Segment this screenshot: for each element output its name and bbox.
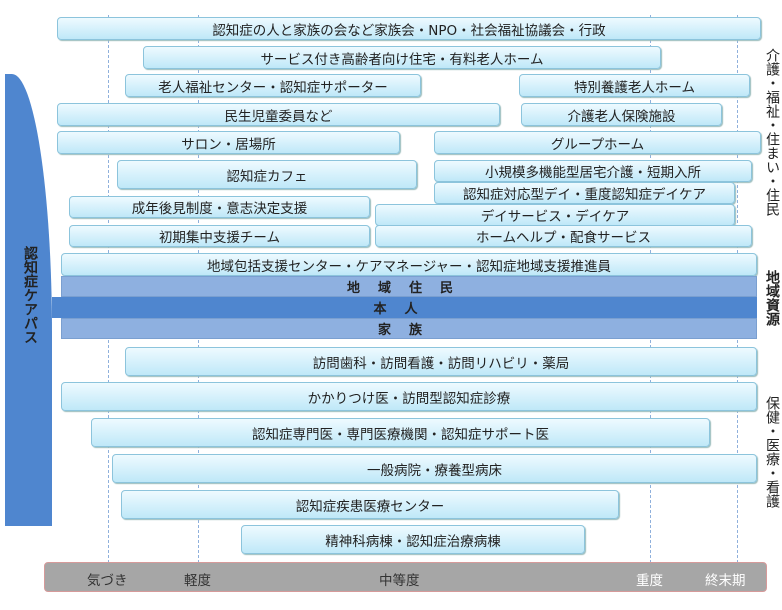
resource-box: 認知症カフェ (117, 160, 417, 189)
resource-box: 一般病院・療養型病床 (112, 454, 757, 483)
resource-box: 認知症専門医・専門医療機関・認知症サポート医 (91, 418, 710, 447)
stage-axis: 気づき 軽度 中等度 重度 終末期 (44, 562, 767, 592)
resource-box: サロン・居場所 (57, 131, 400, 154)
label-medical: 保健・医療・看護 (764, 396, 780, 508)
label-care-welfare: 介護・福祉・住まい・住民 (764, 48, 780, 216)
band-residents: 地域住民 (61, 276, 757, 297)
stage-label: 終末期 (705, 573, 746, 589)
resource-box: 認知症疾患医療センター (121, 490, 619, 519)
resource-box: 認知症対応型デイ・重度認知症デイケア (434, 182, 735, 204)
resource-box: グループホーム (434, 131, 761, 154)
resource-box: 介護老人保険施設 (521, 103, 722, 126)
resource-box: デイサービス・デイケア (375, 204, 735, 226)
resource-box: ホームヘルプ・配食サービス (375, 225, 752, 247)
resource-box: 特別養護老人ホーム (519, 74, 750, 97)
resource-box: 成年後見制度・意志決定支援 (69, 196, 370, 218)
stage-label: 気づき (87, 573, 128, 589)
resource-box: 老人福祉センター・認知症サポーター (125, 74, 421, 97)
stage-label: 中等度 (379, 573, 420, 589)
label-community-resources: 地域資源 (764, 270, 780, 326)
resource-box: 訪問歯科・訪問看護・訪問リハビリ・薬局 (125, 347, 757, 376)
resource-box: 初期集中支援チーム (69, 225, 370, 247)
resource-box: 小規模多機能型居宅介護・短期入所 (434, 160, 752, 182)
resource-box: サービス付き高齢者向け住宅・有料老人ホーム (143, 46, 661, 69)
stage-label: 重度 (636, 573, 663, 589)
resource-box: 地域包括支援センター・ケアマネージャー・認知症地域支援推進員 (61, 253, 757, 276)
band-person: 本人 (52, 297, 757, 318)
resource-box: かかりつけ医・訪問型認知症診療 (61, 382, 757, 411)
resource-box: 精神科病棟・認知症治療病棟 (241, 525, 585, 554)
stage-label: 軽度 (184, 573, 211, 589)
care-path-title: 認知症ケアパス (22, 246, 38, 344)
resource-box: 民生児童委員など (57, 103, 500, 126)
resource-box: 認知症の人と家族の会など家族会・NPO・社会福祉協議会・行政 (57, 17, 761, 40)
band-family: 家族 (61, 318, 757, 339)
